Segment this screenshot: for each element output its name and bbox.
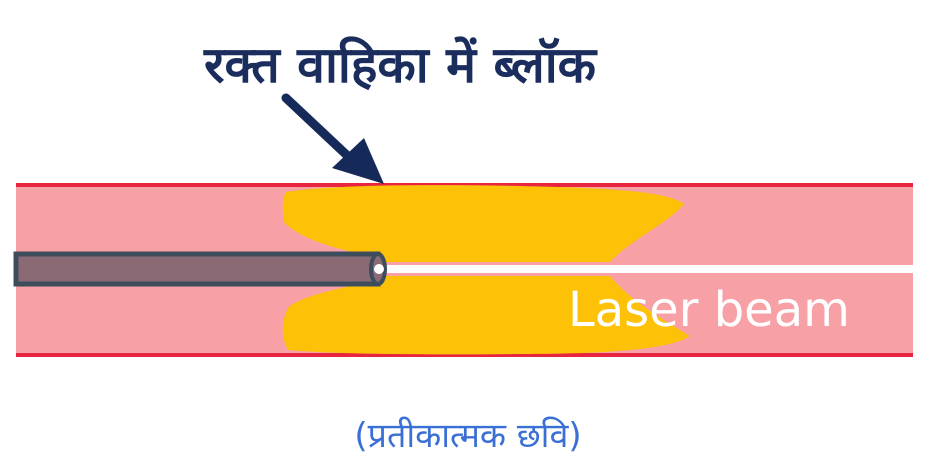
- vessel-wall-bottom: [16, 353, 913, 357]
- catheter: [13, 251, 387, 287]
- catheter-body: [13, 251, 381, 287]
- image-caption: (प्रतीकात्मक छवि): [354, 416, 581, 456]
- vessel-wall-top: [16, 183, 913, 187]
- plaque-lower: [282, 276, 690, 355]
- diagram-title: रक्त वाहिका में ब्लॉक: [203, 36, 598, 94]
- laser-beam: [384, 265, 913, 273]
- arrow-icon: [281, 93, 384, 184]
- plaque-blockage: [282, 185, 690, 355]
- laser-beam-label: Laser beam: [568, 282, 850, 338]
- plaque-upper: [282, 185, 684, 262]
- catheter-tip-opening: [374, 264, 384, 274]
